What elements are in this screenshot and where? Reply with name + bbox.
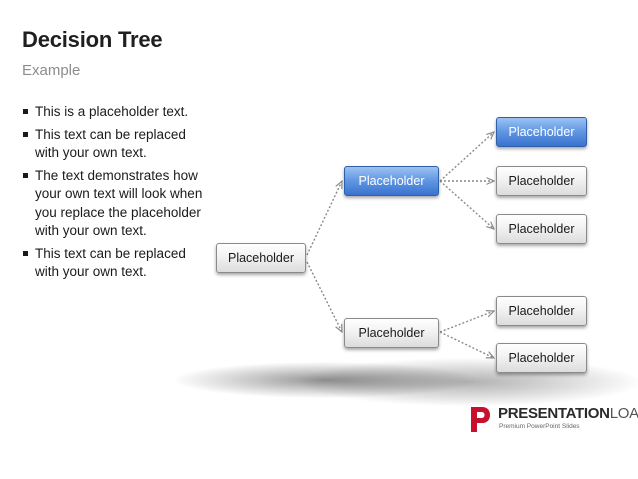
- bullet-item: This text can be replaced with your own …: [22, 245, 212, 282]
- slide-subtitle: Example: [22, 62, 81, 79]
- floor-shadow-left: [175, 362, 475, 398]
- bullet-list: This is a placeholder text. This text ca…: [22, 103, 212, 286]
- connector-root-to-branch-top: [306, 181, 343, 256]
- presentationload-logo-icon: [471, 407, 490, 432]
- tree-node-leaf-4: Placeholder: [496, 296, 587, 326]
- tree-node-leaf-3: Placeholder: [496, 214, 587, 244]
- logo-wordmark: PRESENTATIONLOAD®: [498, 405, 638, 422]
- tree-node-root: Placeholder: [216, 243, 306, 273]
- logo-name-light: LOAD: [609, 405, 638, 422]
- connector-branch-top-to-leaf-3: [439, 180, 494, 229]
- connector-branch-bottom-to-leaf-4: [439, 311, 494, 333]
- tree-node-leaf-1: Placeholder: [496, 117, 587, 147]
- tree-node-branch-top: Placeholder: [344, 166, 439, 196]
- slide-title: Decision Tree: [22, 27, 163, 52]
- connector-root-to-branch-bottom: [306, 261, 342, 332]
- bullet-item: The text demonstrates how your own text …: [22, 167, 212, 241]
- connector-branch-bottom-to-leaf-5: [439, 331, 494, 359]
- tree-node-branch-bottom: Placeholder: [344, 318, 439, 348]
- logo-name-bold: PRESENTATION: [498, 405, 610, 422]
- connector-branch-top-to-leaf-1: [439, 132, 494, 182]
- tree-node-leaf-5: Placeholder: [496, 343, 587, 373]
- logo-tagline: Premium PowerPoint Slides: [499, 423, 580, 430]
- tree-node-leaf-2: Placeholder: [496, 166, 587, 196]
- bullet-item: This text can be replaced with your own …: [22, 126, 212, 163]
- bullet-item: This is a placeholder text.: [22, 103, 212, 122]
